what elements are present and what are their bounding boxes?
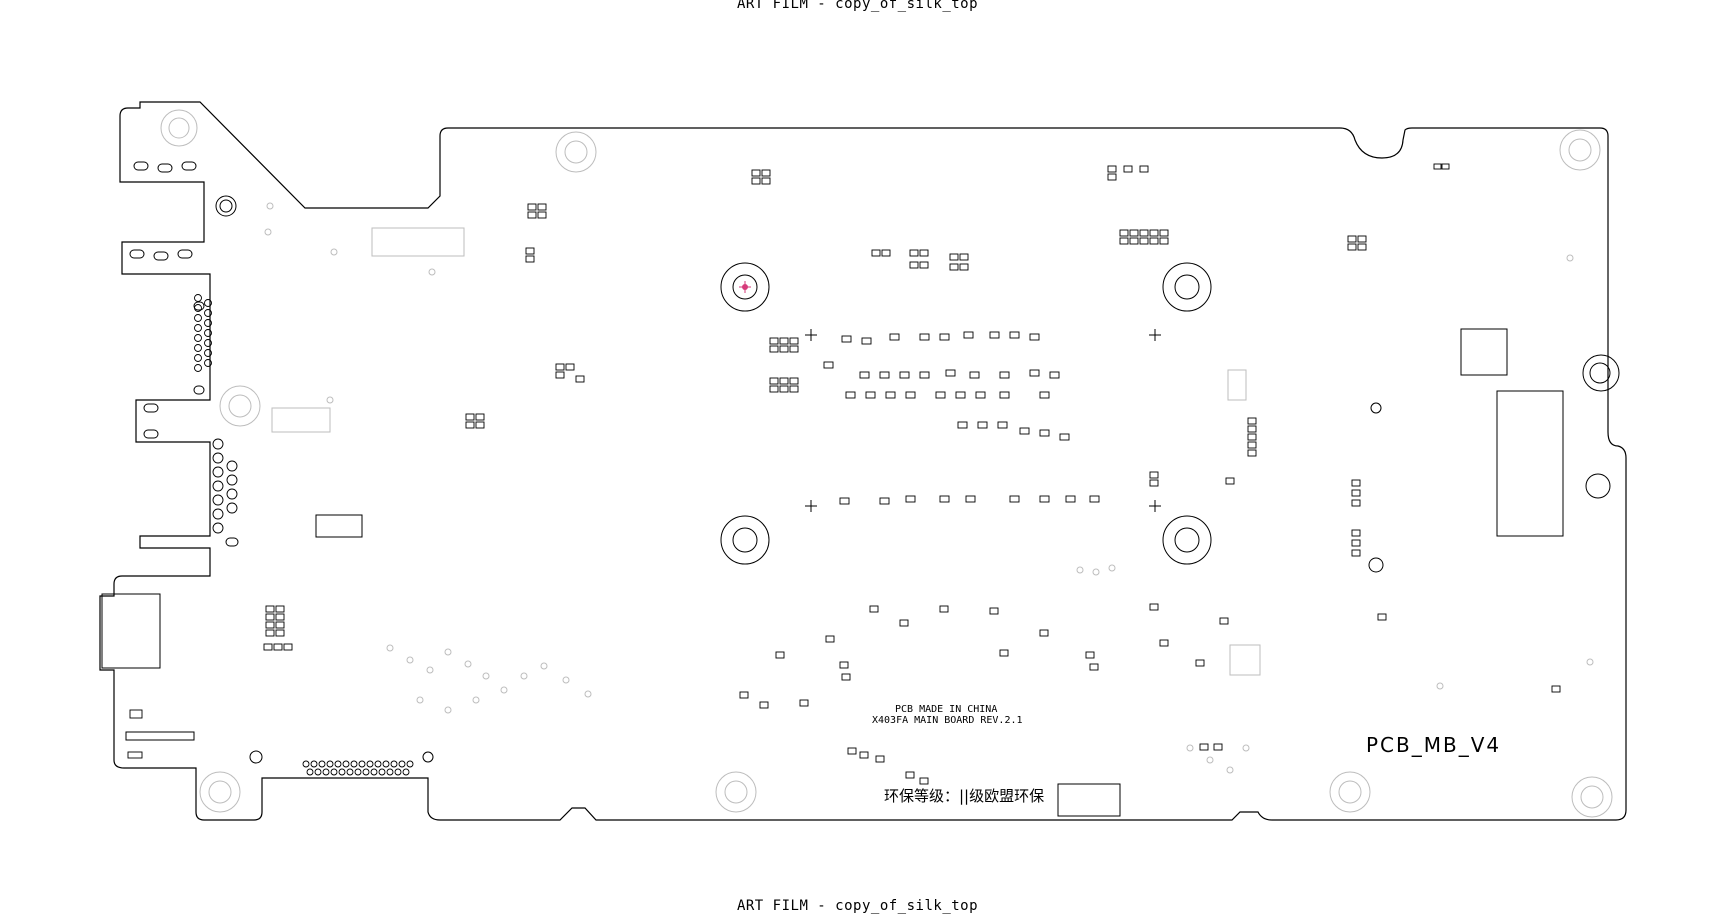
screw-bosses	[160, 109, 1613, 818]
board-outline	[99, 101, 1627, 821]
smd-footprints	[127, 163, 1561, 785]
film-title-top: ART FILM - copy_of_silk_top	[736, 0, 979, 12]
edge-pads	[129, 161, 239, 547]
model-label: X403FA MAIN BOARD REV.2.1	[872, 715, 1023, 726]
connector-pins	[194, 294, 414, 776]
film-title-bottom: ART FILM - copy_of_silk_top	[736, 898, 979, 914]
outlined-components	[101, 328, 1564, 817]
mounting-holes	[215, 195, 1620, 764]
made-in-label: PCB MADE IN CHINA	[895, 704, 997, 715]
pcb-version-mark: PCB_MB_V4	[1366, 733, 1501, 757]
fpc-connectors	[271, 227, 1261, 676]
eco-grade-label: 环保等级：||级欧盟环保	[884, 787, 1044, 805]
test-points	[264, 202, 1594, 774]
fiducial-crosses	[805, 329, 1161, 512]
